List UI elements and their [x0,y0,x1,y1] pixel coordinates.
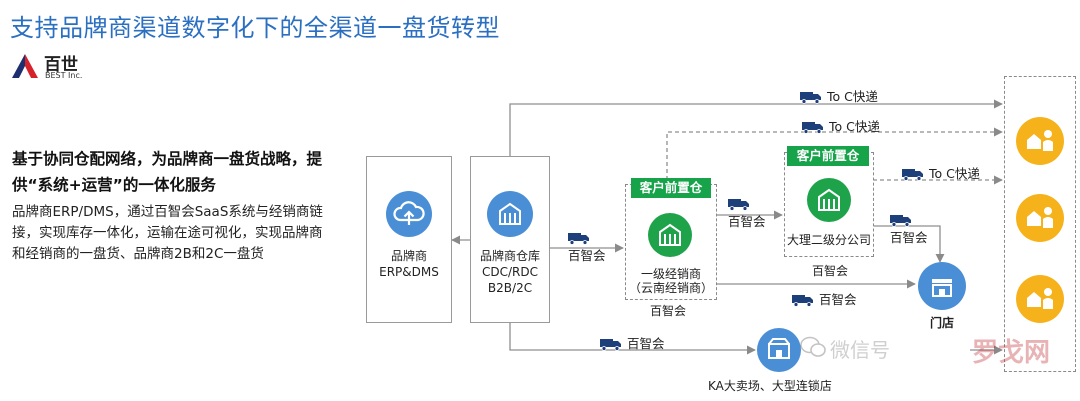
truck-icon [902,169,923,181]
consumer-icon [1016,194,1064,242]
watermark-brand: 罗戈网 [972,338,1051,368]
truck-icon [800,92,821,104]
edge-label-wh-ka: 百智会 [600,333,665,352]
truck-icon [802,122,823,134]
edge-label-text: To C快递 [827,89,878,104]
edge-label-text: 百智会 [728,214,766,229]
edge-label-text: 百智会 [568,248,606,263]
edge-label-dist2-store: 百智会 [890,212,940,246]
warehouse-icon [648,213,692,257]
watermark-wechat: 微信号 [830,338,890,362]
dist2-caption: 百智会 [812,264,849,278]
edge-label-toc-right: To C快递 [902,163,980,182]
dist2-tag: 客户前置仓 [787,146,869,166]
truck-icon [890,215,911,227]
erp-label-line2: ERP&DMS [379,265,439,279]
edge-label-text: 百智会 [627,336,665,351]
warehouse-label-line2: CDC/RDC [482,265,538,279]
edge-label-toc-mid: To C快递 [802,116,880,135]
warehouse-icon [807,178,851,222]
edge-label-dist1-dist2: 百智会 [728,196,778,230]
headline: 基于协同仓配网络，为品牌商一盘货战略，提供“系统+运营”的一体化服务 [12,150,323,194]
truck-icon [728,199,749,211]
warehouse-label-line3: B2B/2C [487,281,533,295]
warehouse-label-line1: 品牌商仓库 [479,249,540,263]
truck-icon [568,233,589,245]
dist2-label-line1: 大理二级分公司 [786,233,871,247]
consumer-icon [1016,275,1064,323]
consumer-icon [1016,117,1064,165]
wechat-icon [800,336,826,357]
warehouse-node: 品牌商仓库 CDC/RDC B2B/2C [470,156,550,323]
edge-label-text: To C快递 [929,166,980,181]
dist1-label-line2: （云南经销商） [628,281,713,295]
erp-node: 品牌商 ERP&DMS [366,156,452,323]
logo-name: 百世 [44,55,78,75]
warehouse-icon [487,191,533,237]
cloud-upload-icon [386,191,432,237]
shop-icon [757,328,801,372]
store-label: 门店 [930,316,955,330]
dist1-caption: 百智会 [650,304,687,318]
edge-label-dist1-store: 百智会 [792,289,857,308]
logo-subtitle: BEST Inc. [45,71,83,80]
description: 品牌商ERP/DMS，通过百智会SaaS系统与经销商链接，实现库存一体化，运输在… [12,204,323,262]
edge-label-text: To C快递 [829,119,880,134]
edge-label-toc-top: To C快递 [800,86,878,105]
ka-label: KA大卖场、大型连锁店 [708,379,832,393]
consumer-panel [1004,76,1076,372]
shop-icon [918,262,966,310]
best-logo: 百世 BEST Inc. [10,50,100,84]
dist2-node: 大理二级分公司 [784,152,874,257]
erp-label-line1: 品牌商 [390,249,427,263]
truck-icon [792,295,813,307]
page-title: 支持品牌商渠道数字化下的全渠道一盘货转型 [10,14,500,42]
dist1-node: 一级经销商 （云南经销商） [625,184,717,300]
edge-label-wh-dist1: 百智会 [568,230,618,264]
truck-icon [600,339,621,351]
edge-label-text: 百智会 [819,292,857,307]
edge-label-text: 百智会 [890,230,928,245]
best-logo-icon [12,54,38,78]
dist1-label-line1: 一级经销商 [640,267,701,281]
watermark: 微信号 罗戈网 [800,322,1078,378]
dist1-tag: 客户前置仓 [631,178,711,198]
